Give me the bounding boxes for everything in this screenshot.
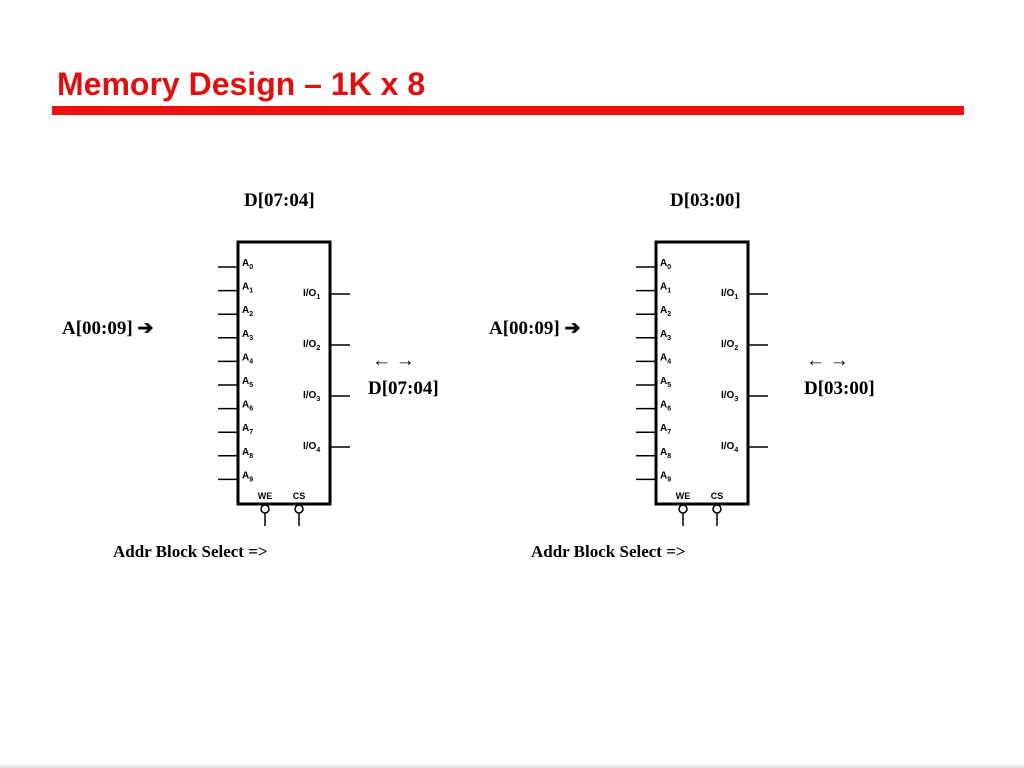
address-pin-label: A0 (242, 258, 253, 271)
chip2-select-label: Addr Block Select => (531, 542, 686, 561)
address-pin-label: A6 (660, 400, 671, 413)
address-pin-label: A3 (242, 329, 253, 342)
address-pin-label: A1 (242, 282, 253, 295)
address-pin-label: A4 (242, 352, 253, 365)
address-pin-label: A5 (660, 376, 671, 389)
io-pin-label: I/O1 (721, 288, 738, 301)
chip1-top-data-label: D[07:04] (244, 190, 315, 211)
io-pin-label: I/O2 (721, 339, 738, 352)
chip-body (654, 240, 750, 506)
address-pin-label: A9 (660, 470, 671, 483)
chip2-address-label: A[00:09] (489, 318, 580, 340)
control-pin-label: WE (676, 491, 691, 501)
footer-rule (0, 765, 1024, 768)
address-pin-label: A8 (242, 447, 253, 460)
address-pin-label: A2 (660, 305, 671, 318)
io-pin-label: I/O4 (303, 441, 320, 454)
io-pin-label: I/O2 (303, 339, 320, 352)
address-pin-label: A6 (242, 400, 253, 413)
chip1-select-label: Addr Block Select => (113, 542, 268, 561)
active-low-bubble (260, 504, 270, 514)
address-pin-label: A8 (660, 447, 671, 460)
slide-title: Memory Design – 1K x 8 (57, 66, 426, 102)
address-pin-label: A7 (242, 423, 253, 436)
io-pin-label: I/O1 (303, 288, 320, 301)
active-low-bubble (678, 504, 688, 514)
active-low-bubble (712, 504, 722, 514)
control-pin-label: CS (711, 491, 724, 501)
title-divider (52, 106, 964, 115)
chip1-io-arrows: ← → (372, 350, 415, 371)
chip2-top-data-label: D[03:00] (670, 190, 741, 211)
address-pin-label: A9 (242, 470, 253, 483)
chip2-data-label: D[03:00] (804, 378, 875, 399)
address-pin-label: A5 (242, 376, 253, 389)
address-pin-label: A0 (660, 258, 671, 271)
active-low-bubble (294, 504, 304, 514)
address-pin-label: A7 (660, 423, 671, 436)
address-pin-label: A1 (660, 282, 671, 295)
address-pin-label: A3 (660, 329, 671, 342)
chip1-address-label: A[00:09] (62, 318, 153, 340)
chip2-io-arrows: ← → (806, 350, 849, 371)
io-pin-label: I/O4 (721, 441, 738, 454)
address-pin-label: A4 (660, 352, 671, 365)
control-pin-label: WE (258, 491, 273, 501)
chip1-data-label: D[07:04] (368, 378, 439, 399)
address-pin-label: A2 (242, 305, 253, 318)
io-pin-label: I/O3 (721, 390, 738, 403)
control-pin-label: CS (293, 491, 306, 501)
io-pin-label: I/O3 (303, 390, 320, 403)
chip-body (236, 240, 332, 506)
